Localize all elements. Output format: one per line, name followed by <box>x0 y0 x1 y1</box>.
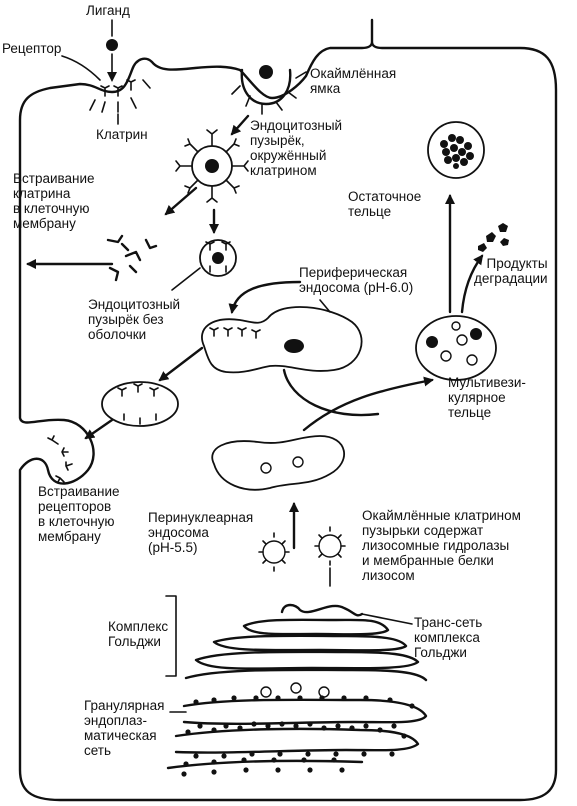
label-residual-body: Остаточное тельце <box>348 189 422 219</box>
perinuclear-endosome <box>211 435 345 491</box>
golgi-vesicles <box>260 682 330 698</box>
pocket-receptors <box>47 435 73 483</box>
label-trans-golgi-network: Транс-сеть комплекса Гольджи <box>414 615 483 660</box>
uncoated-vesicle-leader <box>171 267 201 291</box>
membrane-receptors <box>100 79 136 97</box>
coated-vesicle <box>175 129 249 203</box>
trans-golgi-leader <box>361 613 413 625</box>
peripheral-endosome-leader <box>319 299 331 313</box>
arrow-to-recycling-vesicle <box>158 346 204 382</box>
coated-pit-leader <box>295 71 307 79</box>
arrow-pit-to-vesicle <box>230 114 250 136</box>
receptor-leader <box>61 55 101 81</box>
arrow-to-clathrin-release <box>164 186 198 216</box>
granular-er <box>166 695 428 777</box>
label-golgi-complex: Комплекс Гольджи <box>108 619 169 649</box>
arrow-to-degradation <box>460 254 484 314</box>
label-uncoated-vesicle: Эндоцитозный пузырёк без оболочки <box>88 297 181 342</box>
degradation-products <box>478 223 509 252</box>
label-granular-er: Гранулярная эндоплаз- матическая сеть <box>84 698 165 758</box>
arrow-recycling-to-membrane <box>84 418 114 440</box>
peripheral-endosome <box>201 306 363 374</box>
coated-pit <box>240 68 292 106</box>
arrow-to-multivesicular <box>302 376 434 432</box>
label-receptor: Рецептор <box>2 41 62 56</box>
uncoated-vesicle <box>199 239 237 277</box>
label-perinuclear-endosome: Перинуклеарная эндосома (рН-5.5) <box>148 510 254 555</box>
residual-body <box>427 121 485 179</box>
label-clathrin-insertion: Встраивание клатрина в клеточную мембран… <box>13 171 95 231</box>
arrow-to-peripheral-endosome <box>228 280 302 314</box>
label-peripheral-endosome: Периферическая эндосома (рН-6.0) <box>299 265 414 295</box>
ligand-dot <box>106 39 118 51</box>
clathrin-fragments <box>106 234 158 282</box>
arrow-to-perinuclear <box>282 368 380 417</box>
label-multivesicular-body: Мультивези- кулярное тельце <box>448 375 526 420</box>
recycling-vesicle <box>101 381 179 427</box>
label-endocytic-vesicle-coated: Эндоцитозный пузырёк, окружённый клатрин… <box>250 118 343 178</box>
golgi-bracket <box>165 595 177 677</box>
golgi-cisternae <box>184 603 428 682</box>
multivesicular-body <box>415 315 497 381</box>
label-clathrin: Клатрин <box>96 127 148 142</box>
lysosomal-vesicles <box>258 526 346 572</box>
label-receptor-insertion: Встраивание рецепторов в клеточную мембр… <box>38 484 120 544</box>
label-coated-pit: Окаймлённая ямка <box>310 66 397 96</box>
coated-pit-ligand <box>259 65 273 79</box>
membrane-clathrin <box>89 79 297 115</box>
label-clathrin-vesicles-lysosomal: Окаймлённые клатрином пузырьки содержат … <box>362 508 521 583</box>
label-ligand: Лиганд <box>86 3 130 18</box>
label-degradation-products: Продукты деградации <box>474 256 548 286</box>
cell-membrane <box>18 18 558 802</box>
